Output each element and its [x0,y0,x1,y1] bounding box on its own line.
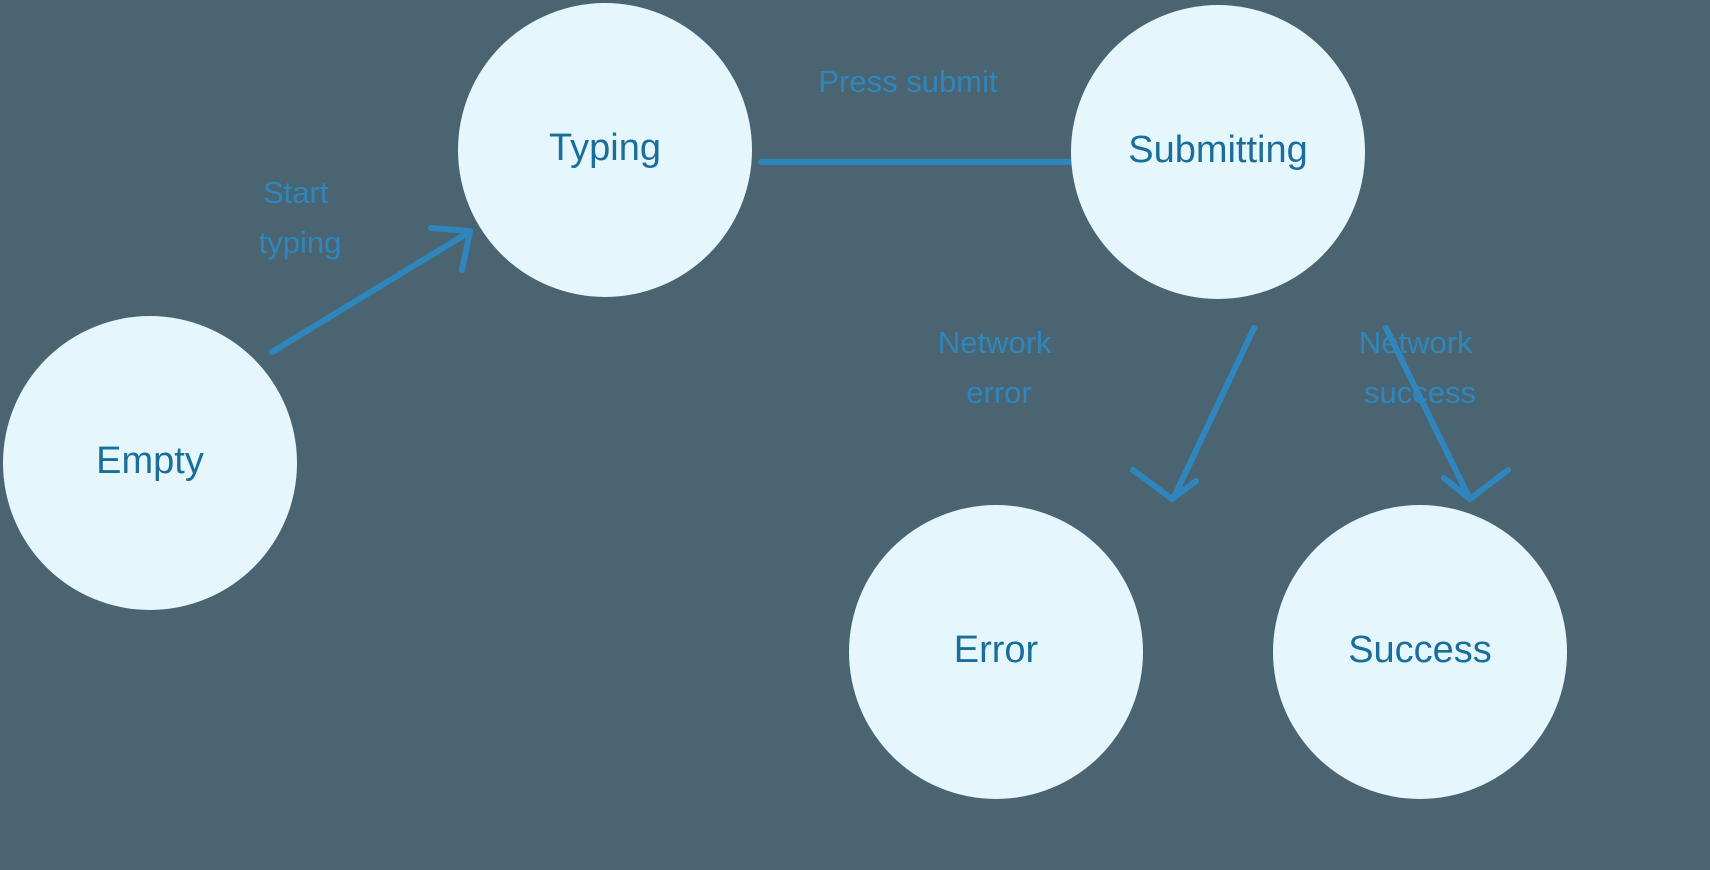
node-success-circle[interactable] [1273,505,1567,799]
edge-label-submitting-to-success: Network success [1359,325,1481,410]
edge-label-line: Start [263,175,329,210]
edge-label-line: Network [938,325,1052,360]
node-typing[interactable]: Typing [458,3,752,297]
node-submitting-circle[interactable] [1071,5,1365,299]
edge-submitting-to-success [1383,325,1511,502]
arrowhead-submitting-to-error [1130,467,1199,502]
edge-empty-to-typing [269,225,473,355]
edge-label-submitting-to-error: Network error [938,325,1060,410]
node-submitting-label: Submitting [1128,129,1308,171]
node-success-label: Success [1348,629,1492,671]
node-empty-label: Empty [96,440,204,482]
node-empty[interactable]: Empty [3,316,297,610]
node-typing-label: Typing [549,127,661,169]
node-success[interactable]: Success [1273,505,1567,799]
edge-label-line: typing [259,225,342,260]
edge-line-empty-to-typing [269,231,469,355]
edge-label-typing-to-submitting: Press submit [818,64,998,99]
edge-label-line: Network [1359,325,1473,360]
node-typing-circle[interactable] [458,3,752,297]
node-empty-circle[interactable] [3,316,297,610]
node-error[interactable]: Error [849,505,1143,799]
arrowhead-empty-to-typing [428,225,473,273]
edge-label-empty-to-typing: Start typing [259,175,342,260]
node-error-label: Error [954,629,1039,671]
edge-label-line: error [966,375,1031,410]
node-error-circle[interactable] [849,505,1143,799]
edge-line-submitting-to-success [1383,325,1471,498]
edge-submitting-to-error [1130,325,1257,502]
edge-label-line: success [1364,375,1476,410]
edge-label-line: Press submit [818,64,998,99]
node-submitting[interactable]: Submitting [1071,5,1365,299]
edge-line-submitting-to-error [1172,325,1257,498]
arrowhead-submitting-to-success [1441,467,1511,502]
